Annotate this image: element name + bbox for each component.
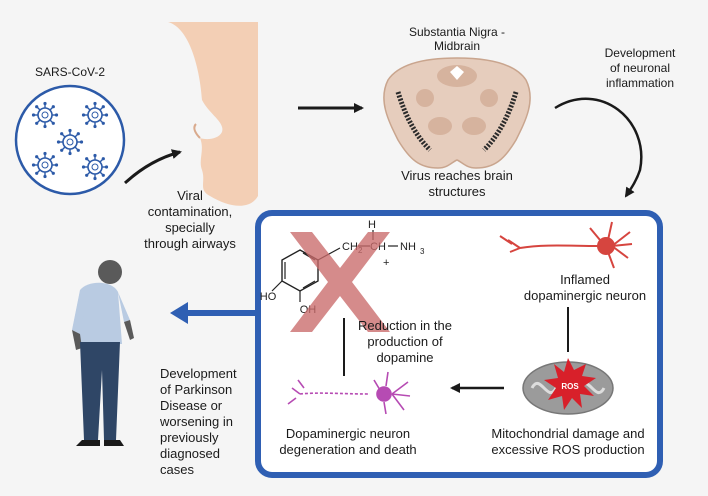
arrow-brain-to-neuron	[554, 97, 643, 198]
pd-label-3: Disease or	[160, 398, 223, 413]
pd-label-6: diagnosed	[160, 446, 220, 461]
pd-label-4: worsening in	[159, 414, 233, 429]
reduction-label-1: Reduction in the	[358, 318, 452, 333]
mito-label-2: excessive ROS production	[491, 442, 644, 457]
nose-icon	[168, 22, 258, 206]
brain-label-2: structures	[428, 184, 486, 199]
inflammation-label-3: inflammation	[606, 76, 674, 90]
blue-arrow-head	[170, 302, 188, 324]
viral-label-4: through airways	[144, 236, 236, 251]
elderly-person-icon	[72, 260, 134, 446]
viral-label-2: contamination,	[148, 204, 233, 219]
viral-label-3: specially	[165, 220, 215, 235]
neuron-icon	[499, 221, 633, 269]
arrow-virus-to-nose	[123, 149, 182, 185]
midbrain-section-icon	[383, 57, 531, 169]
reduction-label-3: dopamine	[376, 350, 433, 365]
chem-ch: CH	[342, 241, 358, 253]
virus-container-circle	[14, 84, 126, 196]
pd-label-5: previously	[160, 430, 219, 445]
ros-label: ROS	[561, 382, 579, 391]
degenerating-neuron-icon	[287, 371, 411, 415]
pd-label-2: of Parkinson	[160, 382, 232, 397]
inflamed-label-2: dopaminergic neuron	[524, 288, 646, 303]
virus-group	[14, 84, 126, 196]
nigra-title-1: Substantia Nigra -	[409, 25, 505, 39]
nigra-title-2: Midbrain	[434, 39, 480, 53]
inflammation-label-2: of neuronal	[610, 61, 670, 75]
inflamed-label-1: Inflamed	[560, 272, 610, 287]
pd-label-7: cases	[160, 462, 194, 477]
chem-h: H	[368, 219, 376, 231]
chem-plus: +	[383, 257, 389, 269]
brain-label-1: Virus reaches brain	[401, 168, 513, 183]
virus-label: SARS-CoV-2	[35, 65, 105, 79]
reduction-label-2: production of	[367, 334, 443, 349]
mito-label-1: Mitochondrial damage and	[491, 426, 644, 441]
degen-label-1: Dopaminergic neuron	[286, 426, 410, 441]
chem-ho: HO	[260, 291, 277, 303]
pd-label-1: Development	[160, 366, 237, 381]
degen-label-2: degeneration and death	[279, 442, 416, 457]
inflammation-label-1: Development	[605, 46, 676, 60]
cross-icon	[290, 232, 390, 332]
chem-nh: NH	[400, 241, 416, 253]
viral-label-1: Viral	[177, 188, 203, 203]
mitochondrion-icon	[522, 358, 614, 415]
chem-nh-sub: 3	[420, 247, 425, 256]
